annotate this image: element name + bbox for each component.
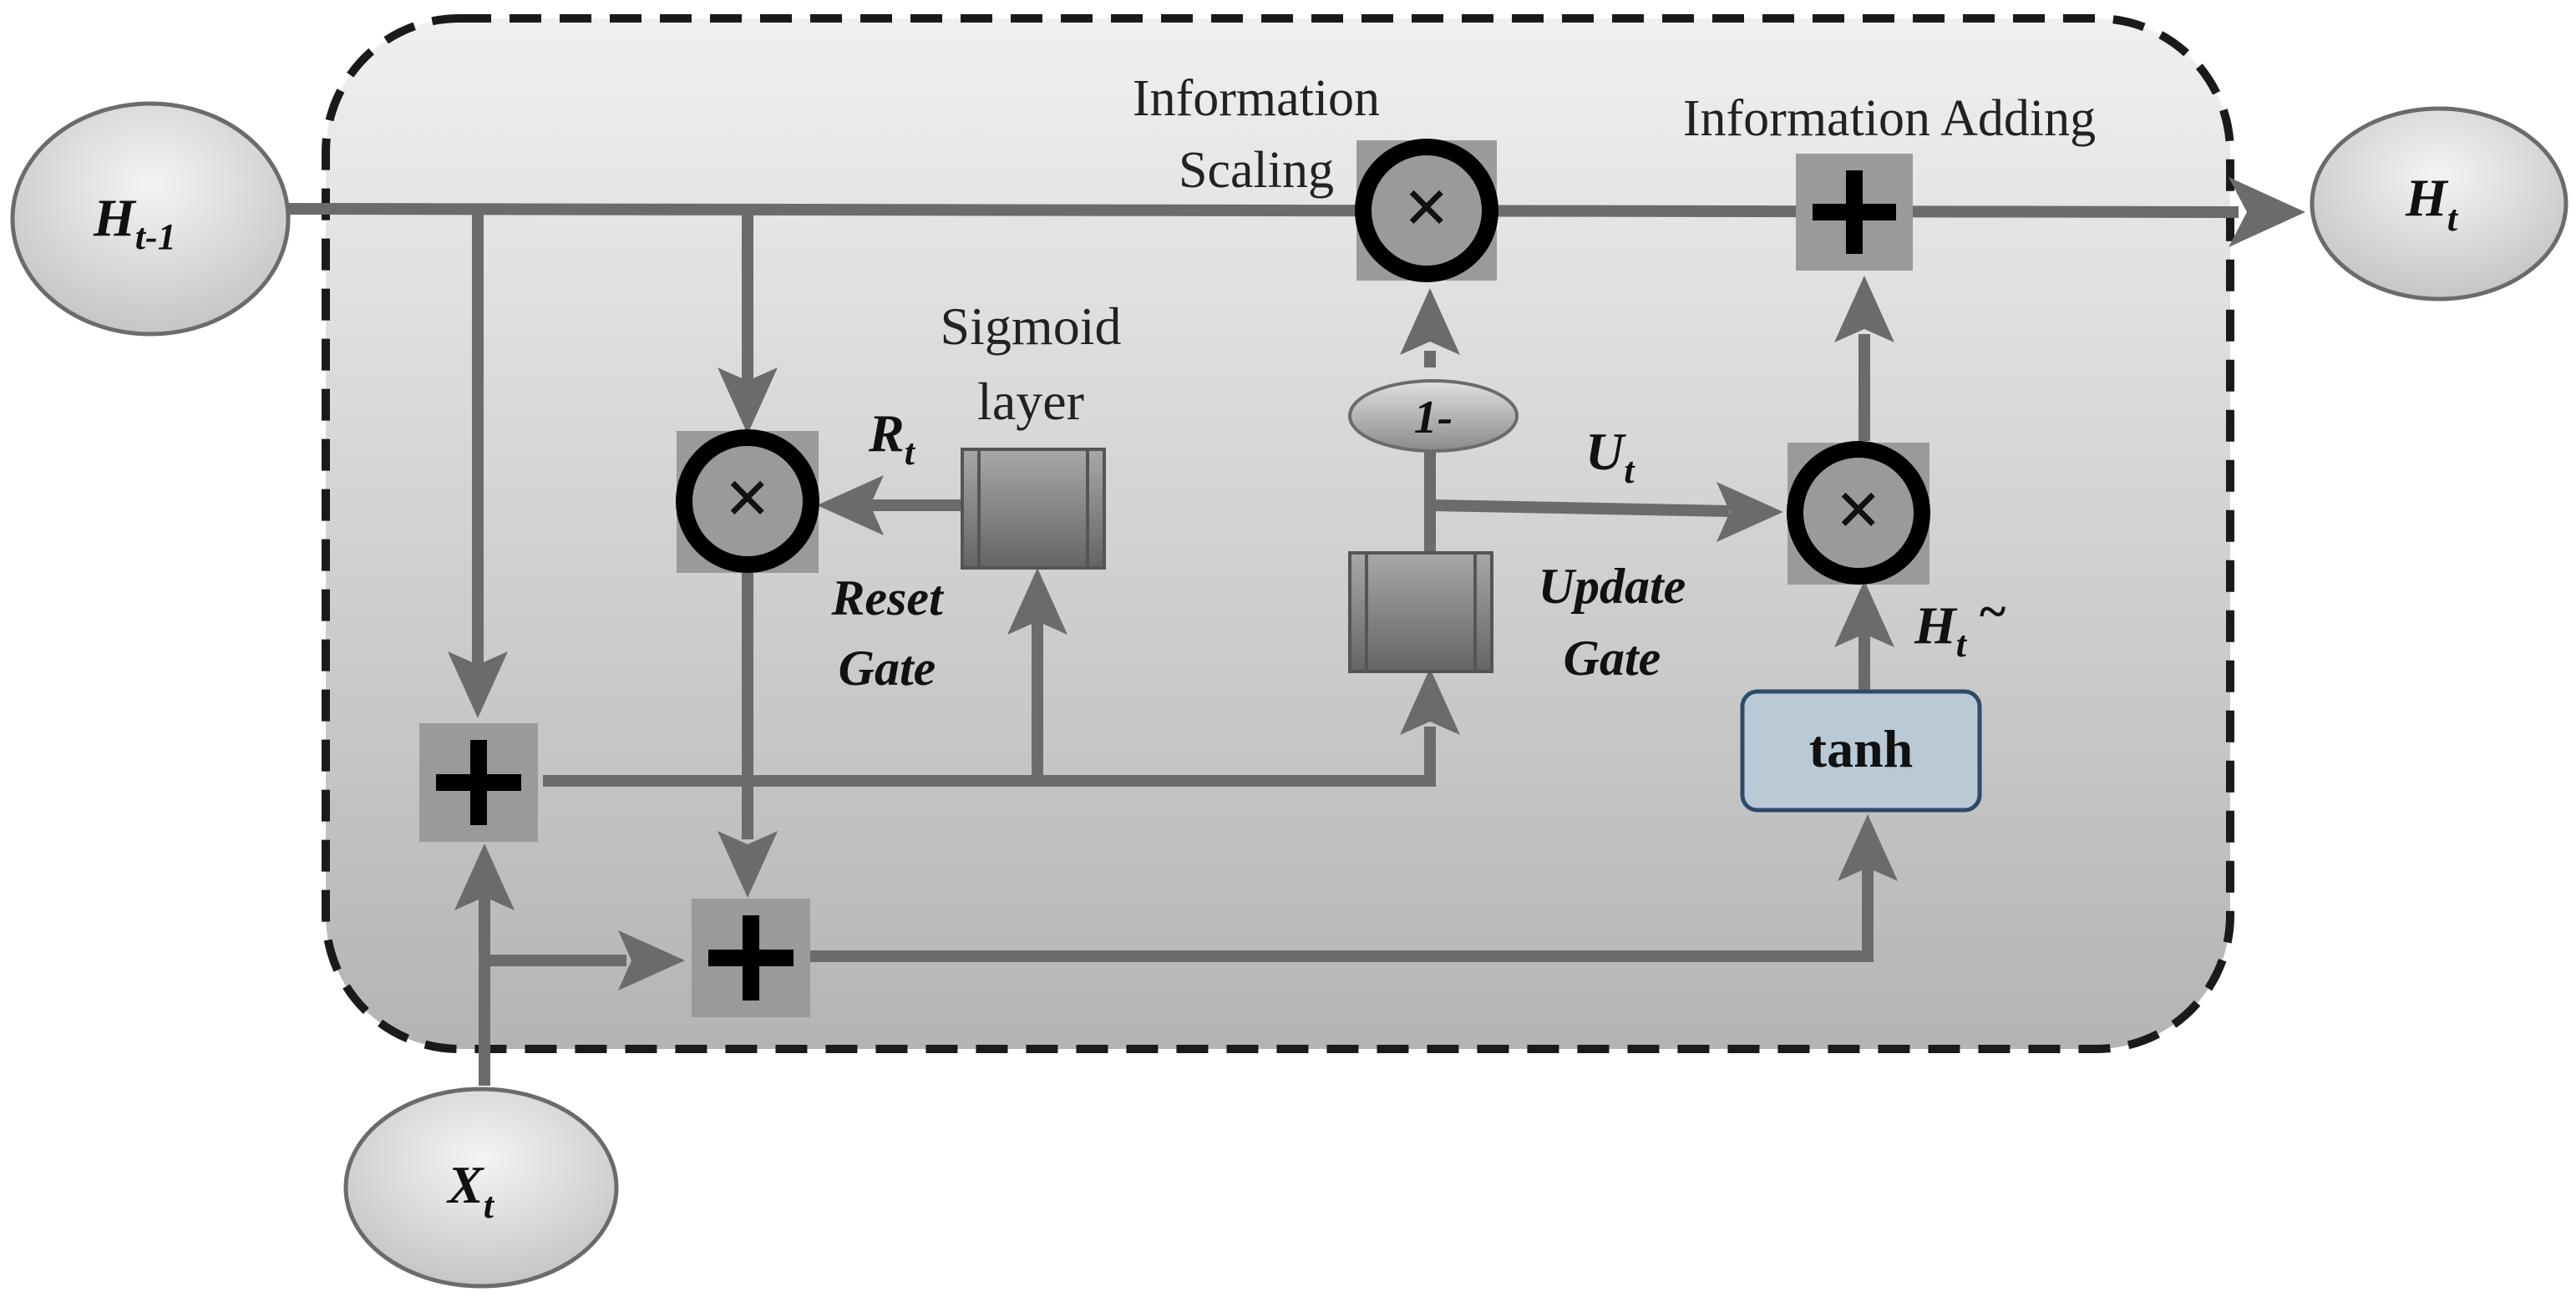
lower-add (692, 899, 810, 1017)
x-t-sub: t (484, 1185, 495, 1226)
update-gate-block (1348, 551, 1493, 673)
arrow-to-info-scaling (1400, 288, 1460, 355)
node-x-t: Xt (343, 1087, 619, 1289)
reset-multiply: × (676, 429, 819, 573)
h-t-sub: t (2447, 198, 2459, 239)
reset-gate-label-line1: Reset (830, 570, 945, 626)
svg-text:Ht: Ht (2405, 168, 2459, 239)
node-h-prev: Ht-1 (10, 101, 291, 337)
sigmoid-label-line1: Sigmoid (941, 296, 1122, 356)
one-minus-label: 1- (1414, 392, 1453, 443)
arrow-to-info-add (1834, 276, 1894, 342)
sigmoid-reset-gate-block (961, 448, 1106, 570)
update-multiply: × (1787, 441, 1930, 585)
arrow-to-ht-multiply (1834, 580, 1894, 647)
arrowheads (448, 177, 2305, 990)
multiply-icon: × (1404, 162, 1450, 251)
info-scaling-label-line1: Information (1133, 70, 1380, 127)
candidate-tilde-mark: ~ (1980, 584, 2006, 639)
node-h-t: Ht (2310, 106, 2568, 301)
multiply-icon: × (725, 453, 771, 542)
arrow-to-left-add-from-x (454, 844, 515, 910)
arrow-to-tanh (1838, 814, 1898, 881)
update-output-label: Ut (1585, 422, 1635, 491)
info-scaling-multiply: × (1355, 139, 1498, 282)
update-gate-label-line1: Update (1539, 559, 1686, 614)
h-t-main: H (2405, 168, 2449, 227)
arrow-to-update-multiply (1716, 482, 1783, 542)
multiply-icon: × (1836, 464, 1882, 554)
update-gate-label-line2: Gate (1564, 631, 1661, 686)
sigmoid-label-line2: layer (977, 372, 1084, 431)
connection-lines (287, 203, 2239, 1086)
arrow-to-left-add (448, 651, 508, 718)
arrow-to-update-gate (1400, 668, 1460, 735)
info-adding-add (1796, 154, 1913, 271)
reset-output-label: Rt (868, 403, 916, 473)
tanh-node: tanh (1740, 689, 1982, 813)
info-adding-label: Information Adding (1683, 90, 2096, 147)
arrow-to-lower-add (718, 831, 778, 898)
svg-text:Xt: Xt (446, 1155, 495, 1226)
arrow-to-lower-add-from-x (618, 930, 685, 990)
arrow-reset-out (817, 475, 884, 535)
arrow-to-reset-multiply (718, 367, 778, 434)
one-minus-node: 1- (1348, 379, 1519, 453)
arrow-to-h-t (2229, 177, 2305, 247)
x-t-main: X (446, 1155, 484, 1214)
reset-gate-label-line2: Gate (839, 641, 936, 696)
candidate-state-label: Ht (1914, 595, 1968, 665)
arrow-to-sigmoid (1007, 568, 1067, 635)
info-scaling-label-line2: Scaling (1179, 142, 1334, 199)
tanh-label: tanh (1809, 719, 1914, 778)
h-prev-sub: t-1 (135, 216, 176, 257)
svg-text:Ht-1: Ht-1 (93, 188, 176, 257)
h-prev-main: H (93, 188, 137, 247)
left-add (419, 723, 538, 842)
